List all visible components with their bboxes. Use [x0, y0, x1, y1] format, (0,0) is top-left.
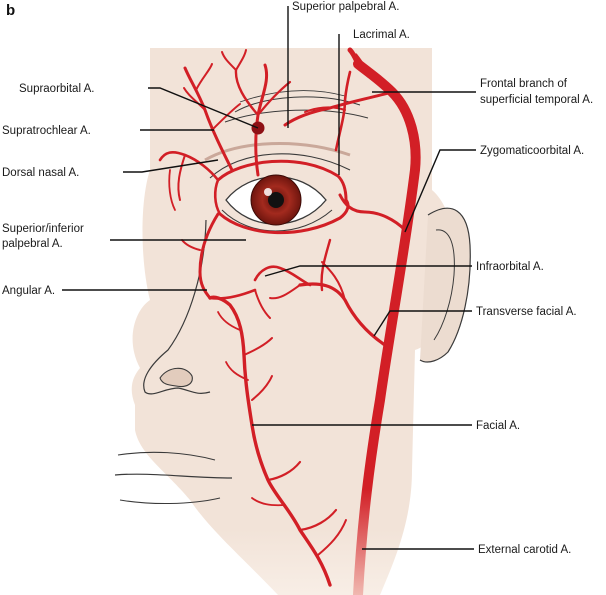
- upper-eyelid-crease: [209, 153, 351, 179]
- label-angular: Angular A.: [2, 285, 56, 297]
- brow-arc: [204, 142, 351, 162]
- label-infraorbital: Infraorbital A.: [476, 261, 544, 273]
- infraorbital-artery: [253, 265, 312, 287]
- label-facial: Facial A.: [476, 420, 521, 432]
- brow-line-3: [239, 90, 346, 103]
- arteries: [158, 47, 421, 595]
- leader-lines: [62, 6, 476, 550]
- label-transverse-facial: Transverse facial A.: [476, 306, 577, 318]
- label-zygomaticoorbital: Zygomaticoorbital A.: [480, 145, 585, 157]
- eye-highlight: [264, 188, 272, 196]
- upper-lip: [117, 451, 216, 461]
- label-supraorbital: Supraorbital A.: [19, 83, 95, 95]
- mouth-line: [114, 473, 233, 479]
- superior-palpebral-arcade: [216, 159, 348, 202]
- lower-eyelid-crease: [221, 209, 333, 232]
- lower-lip: [119, 497, 221, 505]
- angular-artery: [198, 212, 220, 300]
- ear-outline: [419, 207, 471, 363]
- label-lacrimal: Lacrimal A.: [353, 29, 410, 41]
- label-frontal-branch-line2: superficial temporal A.: [480, 94, 594, 106]
- inferior-palpebral-arcade: [218, 198, 350, 235]
- ear-inner: [433, 229, 455, 341]
- nostril: [159, 367, 193, 388]
- nose-outline: [143, 219, 211, 395]
- panel-letter: b: [6, 2, 16, 19]
- label-supratrochlear: Supratrochlear A.: [2, 125, 91, 137]
- label-superior-palpebral: Superior palpebral A.: [292, 1, 400, 13]
- brow-line-2: [224, 109, 369, 123]
- label-frontal-branch-line1: Frontal branch of: [480, 78, 567, 90]
- label-external-carotid: External carotid A.: [478, 544, 572, 556]
- zygomaticoorbital-artery: [338, 193, 407, 232]
- label-dorsal-nasal: Dorsal nasal A.: [2, 167, 80, 179]
- label-sup-inf-palpebral-line1: Superior/inferior: [2, 223, 84, 235]
- label-sup-inf-palpebral-line2: palpebral A.: [2, 238, 63, 250]
- pupil: [268, 192, 284, 208]
